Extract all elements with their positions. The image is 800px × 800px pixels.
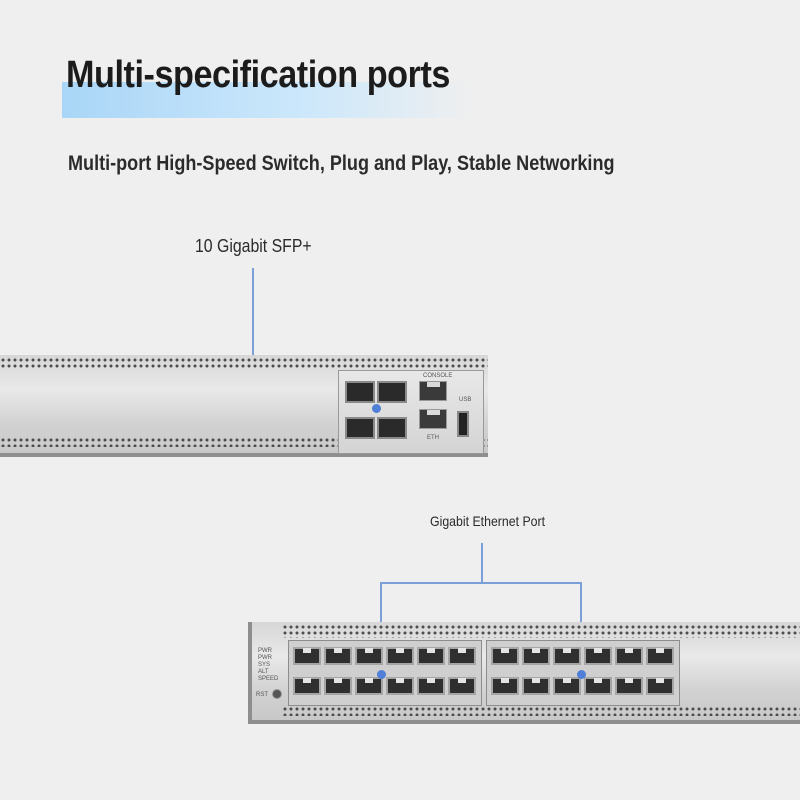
ethernet-port[interactable] bbox=[553, 677, 581, 695]
ethernet-port[interactable] bbox=[386, 677, 414, 695]
led-label-1: PWR bbox=[258, 648, 272, 654]
sfp-port-1[interactable] bbox=[345, 381, 375, 403]
ethernet-port[interactable] bbox=[646, 647, 674, 665]
vent-perforation-bottom bbox=[0, 437, 488, 447]
sfp-callout-label: 10 Gigabit SFP+ bbox=[195, 236, 312, 256]
title-highlight-bar bbox=[62, 82, 474, 118]
ethernet-port[interactable] bbox=[355, 677, 383, 695]
ethernet-port[interactable] bbox=[553, 647, 581, 665]
ethernet-callout-label: Gigabit Ethernet Port bbox=[430, 513, 546, 529]
ethernet-port[interactable] bbox=[293, 677, 321, 695]
ethernet-callout-dot-right bbox=[576, 669, 586, 679]
usb-label: USB bbox=[459, 397, 472, 403]
ethernet-port[interactable] bbox=[584, 677, 612, 695]
ethernet-port[interactable] bbox=[448, 647, 476, 665]
ethernet-port[interactable] bbox=[417, 677, 445, 695]
console-label: CONSOLE bbox=[423, 373, 453, 379]
vent-perforation-bottom-lower bbox=[282, 706, 800, 716]
ethernet-port[interactable] bbox=[615, 677, 643, 695]
ethernet-callout-dot-left bbox=[376, 669, 386, 679]
ethernet-port[interactable] bbox=[293, 647, 321, 665]
sfp-callout-dot bbox=[371, 403, 381, 413]
eth-label: ETH bbox=[427, 435, 439, 441]
usb-port[interactable] bbox=[457, 411, 469, 437]
page-title: Multi-specification ports bbox=[66, 54, 450, 96]
ethernet-port[interactable] bbox=[522, 677, 550, 695]
sfp-port-2[interactable] bbox=[377, 381, 407, 403]
switch-chassis-top: CONSOLE ETH USB bbox=[0, 355, 488, 457]
ethernet-port[interactable] bbox=[324, 677, 352, 695]
sfp-port-4[interactable] bbox=[377, 417, 407, 439]
ethernet-port[interactable] bbox=[491, 677, 519, 695]
led-label-5: SPEED bbox=[258, 676, 279, 682]
switch-chassis-bottom: PWR PWR SYS ALT SPEED RST bbox=[248, 622, 800, 724]
reset-button[interactable] bbox=[272, 689, 282, 699]
sfp-port-3[interactable] bbox=[345, 417, 375, 439]
ethernet-port[interactable] bbox=[448, 677, 476, 695]
ethernet-callout-line-vertical bbox=[481, 543, 483, 583]
ethernet-port[interactable] bbox=[646, 677, 674, 695]
ethernet-callout-line-horizontal bbox=[380, 582, 582, 584]
ethernet-port[interactable] bbox=[615, 647, 643, 665]
ethernet-port[interactable] bbox=[491, 647, 519, 665]
eth-port[interactable] bbox=[419, 409, 447, 429]
ethernet-port[interactable] bbox=[386, 647, 414, 665]
console-port[interactable] bbox=[419, 381, 447, 401]
vent-perforation-top bbox=[0, 357, 488, 369]
sfp-port-panel: CONSOLE ETH USB bbox=[338, 370, 484, 454]
ethernet-port[interactable] bbox=[584, 647, 612, 665]
reset-label: RST bbox=[256, 692, 268, 698]
led-label-3: SYS bbox=[258, 662, 271, 668]
page-subtitle: Multi-port High-Speed Switch, Plug and P… bbox=[68, 152, 615, 175]
vent-perforation-bottom-top bbox=[282, 624, 800, 638]
ethernet-port[interactable] bbox=[417, 647, 445, 665]
led-label-4: ALT bbox=[258, 669, 269, 675]
sfp-callout-line-vertical bbox=[252, 268, 254, 408]
led-label-2: PWR bbox=[258, 655, 272, 661]
ethernet-port[interactable] bbox=[324, 647, 352, 665]
ethernet-port[interactable] bbox=[355, 647, 383, 665]
ethernet-port[interactable] bbox=[522, 647, 550, 665]
